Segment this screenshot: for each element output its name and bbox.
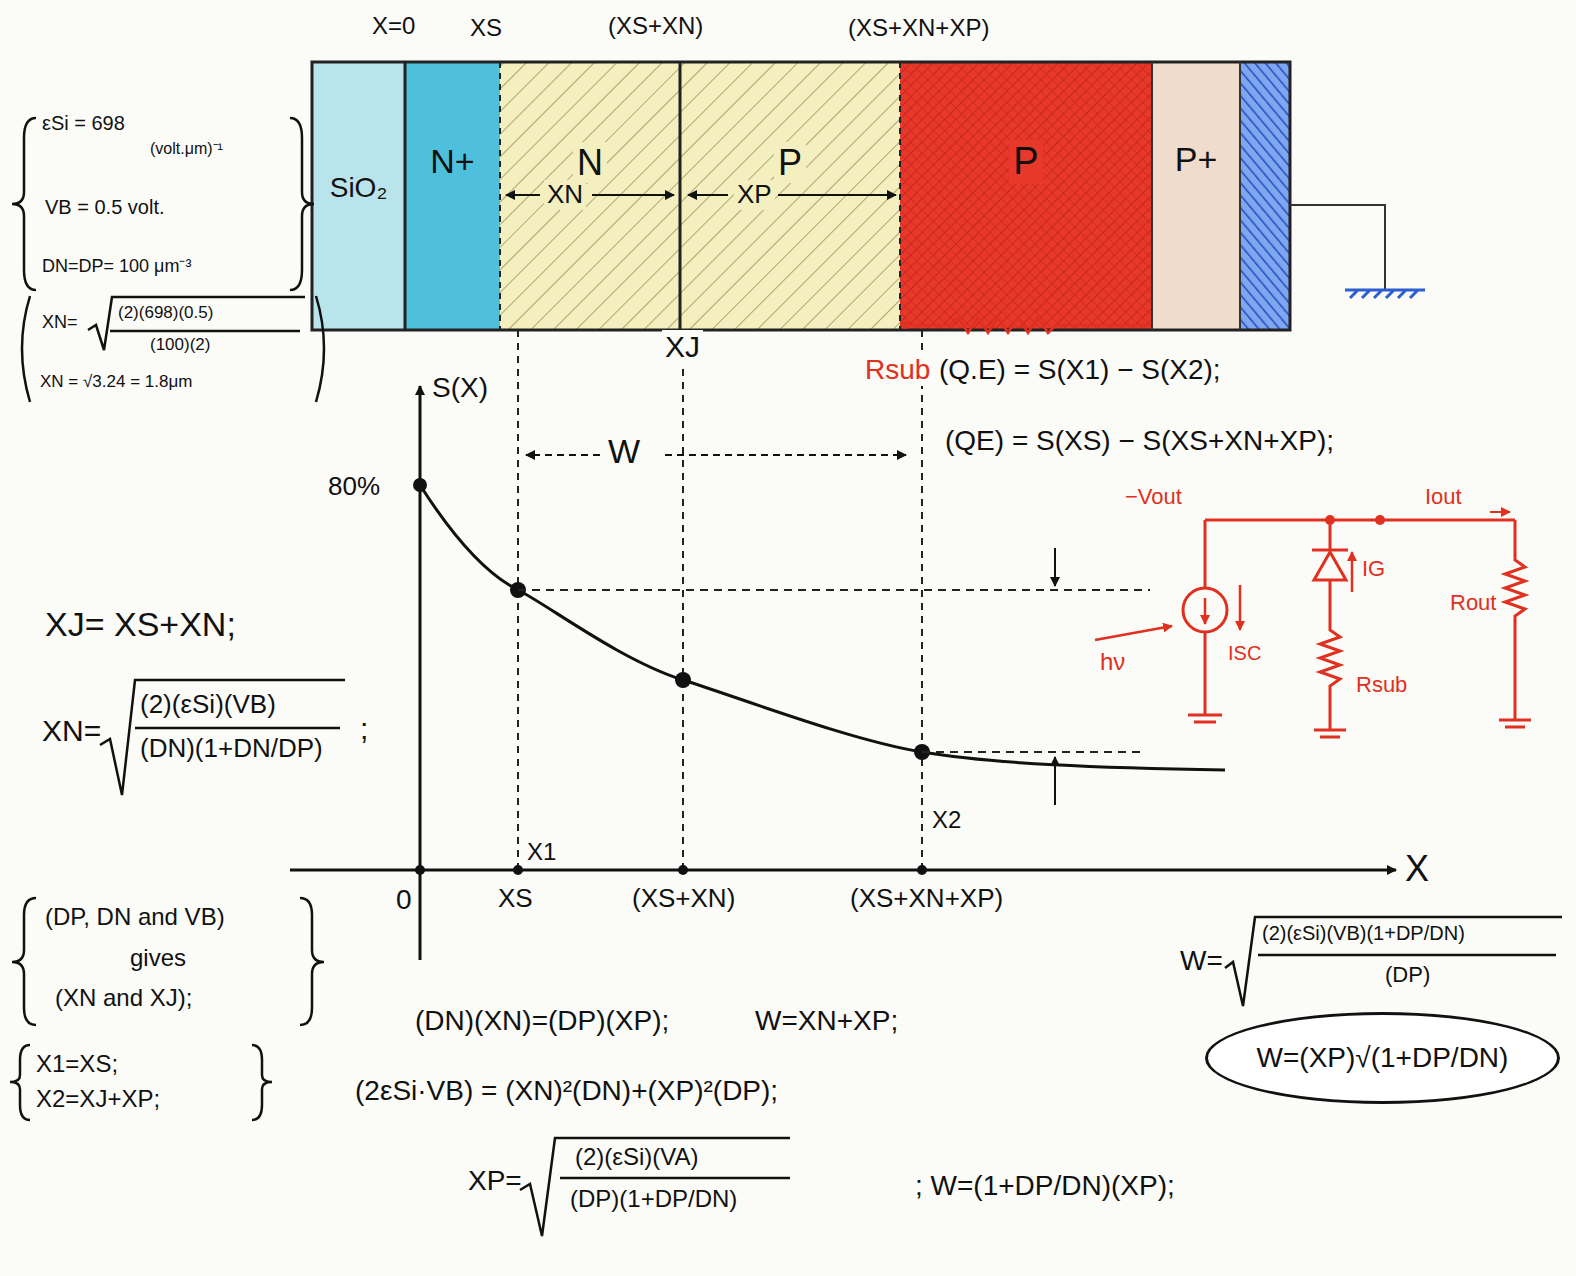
formula-numerator: (2)(εSi)(VB)(1+DP/DN) <box>1262 922 1465 945</box>
region-label: P <box>774 142 806 183</box>
position-label: (XS+XN+XP) <box>848 14 989 42</box>
result-oval: W=(XP)√(1+DP/DN) <box>1205 1012 1560 1104</box>
n-depletion-region: N <box>500 62 680 330</box>
formula: (2εSi·VB) = (XN)²(DN)+(XP)²(DP); <box>355 1075 778 1107</box>
junction-label: XJ <box>662 330 703 365</box>
formula-numerator: (2)(εSi)(VA) <box>575 1143 699 1171</box>
formula: XN= <box>42 714 101 749</box>
position-label: XS <box>470 14 502 42</box>
n-plus-region: N+ <box>405 62 500 330</box>
signal-name: ISC <box>1228 642 1261 665</box>
axis-point-label: X1 <box>527 838 556 866</box>
formula-numerator: (2)(698)(0.5) <box>118 303 213 323</box>
p-plus-region: P+ <box>1152 62 1240 330</box>
width-label: XN <box>544 180 586 210</box>
position-label: (XS+XN) <box>608 12 703 40</box>
formula-denominator: (DP)(1+DP/DN) <box>570 1185 737 1213</box>
axis-value: (XS+XN+XP) <box>850 884 1003 914</box>
formula: X1=XS; <box>36 1050 118 1078</box>
axis-value: 80% <box>328 472 380 502</box>
formula: XN= <box>42 312 78 333</box>
p-depletion-region: P <box>680 62 900 330</box>
width-label: W <box>608 432 640 471</box>
region-label: N <box>573 142 607 183</box>
formula: (DN)(XN)=(DP)(XP); <box>415 1005 669 1037</box>
formula-denominator: (100)(2) <box>150 335 210 355</box>
axis-title: S(X) <box>432 372 488 404</box>
axis-title: X <box>1405 848 1429 889</box>
axis-value: 0 <box>396 884 412 916</box>
formula: W= <box>1180 945 1223 977</box>
formula: XP= <box>468 1165 522 1197</box>
axis-value: (XS+XN) <box>632 884 735 914</box>
resistor-label: Rsub <box>862 354 933 386</box>
width-label: XP <box>734 180 775 210</box>
region-label: P <box>1009 140 1042 184</box>
position-label: X=0 <box>372 12 415 40</box>
component-label: Rsub <box>1356 672 1407 697</box>
region-label: SiO₂ <box>326 172 392 204</box>
region-label: P+ <box>1171 140 1222 179</box>
formula-result: XN = √3.24 = 1.8μm <box>40 372 192 392</box>
constant-note: εSi = 698 <box>42 112 125 135</box>
p-substrate-region: P <box>900 62 1152 330</box>
constant-note: VB = 0.5 volt. <box>45 196 165 219</box>
oxide-region: SiO₂ <box>312 62 405 330</box>
formula: X2=XJ+XP; <box>36 1085 160 1113</box>
formula-denominator: (DN)(1+DN/DP) <box>140 734 323 764</box>
formula-numerator: (2)(εSi)(VB) <box>140 690 276 720</box>
formula: W=XN+XP; <box>755 1005 898 1037</box>
signal-name: Iout <box>1425 484 1462 509</box>
signal-name: −Vout <box>1125 484 1182 509</box>
axis-value: XS <box>498 884 533 914</box>
formula: (QE) = S(XS) − S(XS+XN+XP); <box>945 425 1334 457</box>
formula: (Q.E) = S(X1) − S(X2); <box>939 354 1221 386</box>
formula-denominator: (DP) <box>1385 962 1430 987</box>
component-label: Rout <box>1450 590 1496 615</box>
formula: ; <box>360 712 368 747</box>
formula: ; W=(1+DP/DN)(XP); <box>915 1170 1175 1202</box>
region-label: N+ <box>426 142 478 181</box>
note: (XN and XJ); <box>55 984 192 1012</box>
region-label: W=(XP)√(1+DP/DN) <box>1253 1042 1513 1074</box>
note: (DP, DN and VB) <box>45 903 225 931</box>
photon-label: hν <box>1100 648 1125 676</box>
constant-note: DN=DP= 100 μm⁻³ <box>42 256 191 277</box>
unit-note: (volt.μm)⁻¹ <box>150 140 223 158</box>
formula: XJ= XS+XN; <box>45 605 236 644</box>
signal-name: IG <box>1362 556 1385 581</box>
axis-point-label: X2 <box>932 806 961 834</box>
note: gives <box>130 944 186 972</box>
